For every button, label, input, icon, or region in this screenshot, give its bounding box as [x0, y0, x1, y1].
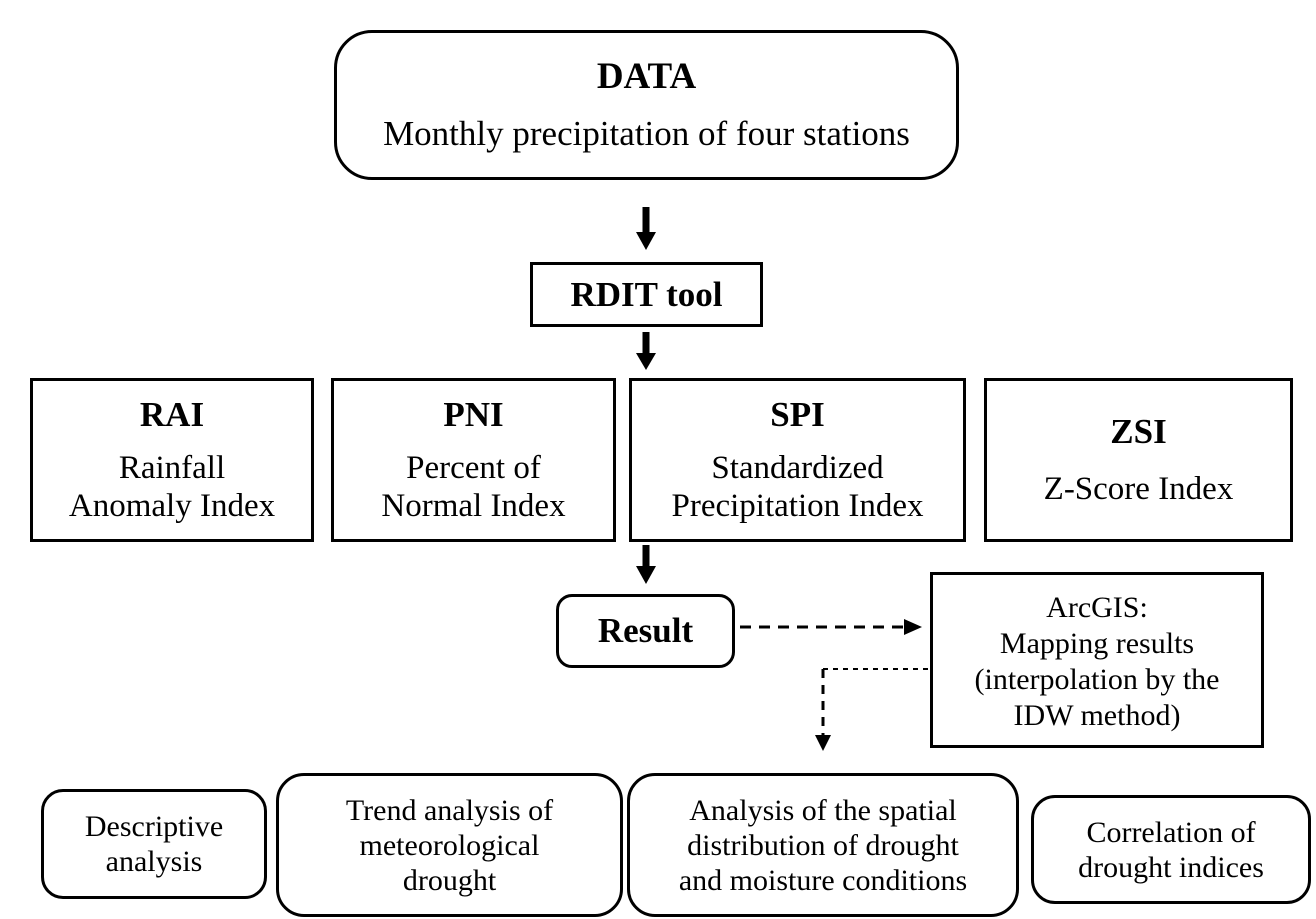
spatial-line1: Analysis of the spatial — [689, 793, 957, 827]
zsi-box: ZSI Z-Score Index — [984, 378, 1293, 542]
descriptive-line2: analysis — [105, 845, 203, 878]
zsi-title: ZSI — [1110, 412, 1167, 451]
arcgis-line2: Mapping results — [999, 627, 1195, 660]
descriptive-line1: Descriptive — [84, 810, 224, 843]
spi-line1: Standardized — [711, 450, 884, 486]
spi-title: SPI — [770, 395, 825, 434]
arcgis-box: ArcGIS: Mapping results (interpolation b… — [930, 572, 1264, 748]
data-title: DATA — [596, 56, 697, 97]
trend-line1: Trend analysis of — [345, 793, 554, 827]
rai-line1: Rainfall — [118, 450, 226, 486]
result-box: Result — [556, 594, 735, 668]
arcgis-line4: IDW method) — [1013, 699, 1181, 732]
arcgis-line3: (interpolation by the — [974, 663, 1220, 696]
arrow-indices-to-result — [636, 545, 656, 584]
rdit-tool-box: RDIT tool — [530, 262, 763, 327]
trend-line2: meteorological — [359, 828, 540, 862]
pni-line1: Percent of — [406, 450, 541, 486]
data-box: DATA Monthly precipitation of four stati… — [334, 30, 959, 180]
spi-box: SPI Standardized Precipitation Index — [629, 378, 966, 542]
rdit-tool-label: RDIT tool — [570, 274, 723, 314]
rai-title: RAI — [139, 395, 205, 434]
result-label: Result — [597, 611, 694, 650]
spatial-analysis-box: Analysis of the spatial distribution of … — [627, 773, 1019, 917]
arrow-arcgis-to-outputs — [815, 668, 928, 751]
arcgis-line1: ArcGIS: — [1046, 591, 1148, 624]
arrow-data-to-rdit — [636, 207, 656, 250]
pni-title: PNI — [443, 395, 504, 434]
correlation-box: Correlation of drought indices — [1031, 795, 1311, 904]
pni-box: PNI Percent of Normal Index — [331, 378, 616, 542]
rai-line2: Anomaly Index — [68, 488, 276, 524]
arrow-result-to-arcgis — [740, 619, 922, 635]
spatial-line2: distribution of drought — [687, 828, 959, 862]
correlation-line1: Correlation of — [1086, 815, 1256, 849]
zsi-line1: Z-Score Index — [1043, 471, 1234, 507]
pni-line2: Normal Index — [381, 488, 566, 524]
descriptive-analysis-box: Descriptive analysis — [41, 789, 267, 899]
arrow-rdit-to-indices — [636, 332, 656, 370]
trend-analysis-box: Trend analysis of meteorological drought — [276, 773, 623, 917]
trend-line3: drought — [402, 863, 497, 897]
spi-line2: Precipitation Index — [671, 488, 924, 524]
correlation-line2: drought indices — [1078, 850, 1264, 884]
spatial-line3: and moisture conditions — [678, 863, 968, 897]
rai-box: RAI Rainfall Anomaly Index — [30, 378, 314, 542]
data-subtitle: Monthly precipitation of four stations — [383, 114, 910, 153]
